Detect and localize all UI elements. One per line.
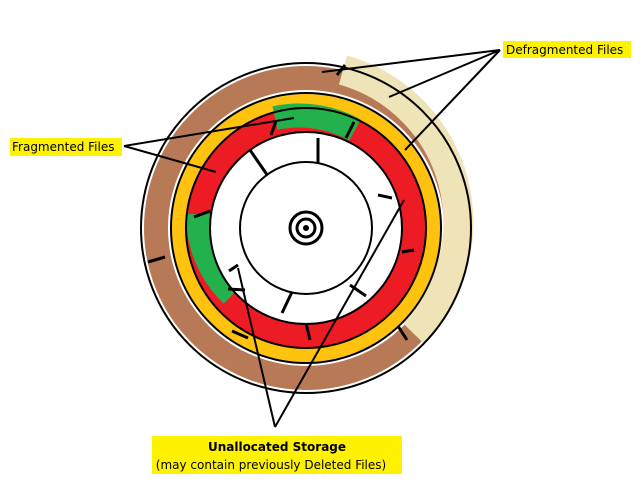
label-unallocated: Unallocated Storage (may contain previou… bbox=[152, 436, 402, 474]
label-fragmented-text: Fragmented Files bbox=[12, 140, 114, 154]
unallocated-pointers bbox=[237, 199, 405, 428]
label-defragmented-background bbox=[503, 41, 631, 58]
label-fragmented-background bbox=[10, 138, 122, 156]
label-unallocated-subtitle: (may contain previously Deleted Files) bbox=[156, 458, 386, 472]
outer-track-border bbox=[140, 62, 472, 394]
yellow-track bbox=[172, 94, 440, 362]
red-segment-right bbox=[364, 255, 422, 320]
green-segment-top bbox=[272, 103, 361, 141]
fragmented-pointers bbox=[123, 117, 295, 173]
label-unallocated-title: Unallocated Storage bbox=[208, 440, 346, 454]
label-defragmented-text: Defragmented Files bbox=[506, 43, 623, 57]
spindle-dot bbox=[303, 225, 309, 231]
yellow-track-outer-border bbox=[170, 92, 442, 364]
label-unallocated-background bbox=[152, 436, 402, 474]
red-track-outer-border bbox=[185, 107, 427, 349]
outer-track-defragmented-segment bbox=[338, 55, 474, 344]
green-segment-left bbox=[185, 213, 241, 304]
defragmented-pointers bbox=[321, 49, 501, 151]
label-defragmented: Defragmented Files bbox=[503, 41, 631, 58]
label-fragmented: Fragmented Files bbox=[10, 138, 122, 156]
